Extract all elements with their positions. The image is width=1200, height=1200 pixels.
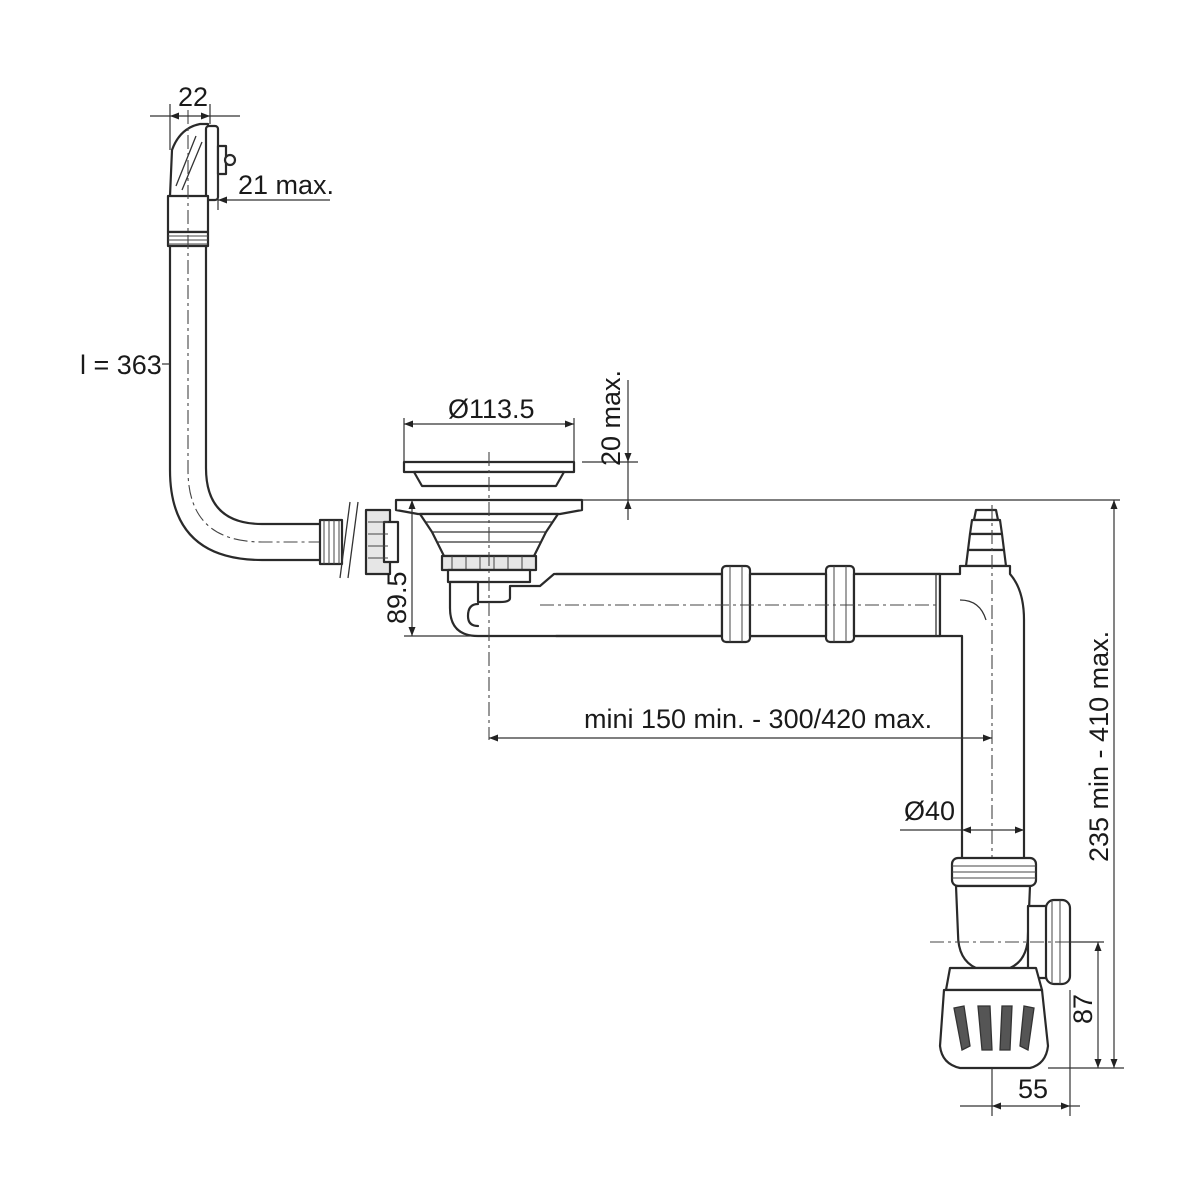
label-strainer-height: 20 max. — [596, 370, 626, 466]
label-total-height: 235 min - 410 max. — [1084, 631, 1114, 862]
dimension-arrows — [170, 112, 1118, 1110]
label-trap-offset: 55 — [1018, 1074, 1048, 1104]
dimension-lines — [150, 104, 1124, 1116]
label-overflow-depth: 21 max. — [238, 170, 334, 200]
dimension-labels: 22 21 max. l = 363 Ø113.5 20 max. 89.5 m… — [80, 82, 1114, 1104]
label-strainer-depth: 89.5 — [382, 571, 412, 624]
strainer-waste — [364, 452, 724, 740]
overflow-assembly — [166, 110, 359, 579]
label-trap-outlet-height: 87 — [1068, 994, 1098, 1024]
label-strainer-diameter: Ø113.5 — [448, 394, 535, 424]
label-overflow-width: 22 — [178, 82, 208, 112]
label-hose-length: l = 363 — [80, 350, 162, 380]
label-pipe-diameter: Ø40 — [904, 796, 955, 826]
label-arm-length: mini 150 min. - 300/420 max. — [584, 704, 932, 734]
bottle-trap — [930, 856, 1090, 1070]
vertical-pipe — [938, 505, 1026, 1000]
